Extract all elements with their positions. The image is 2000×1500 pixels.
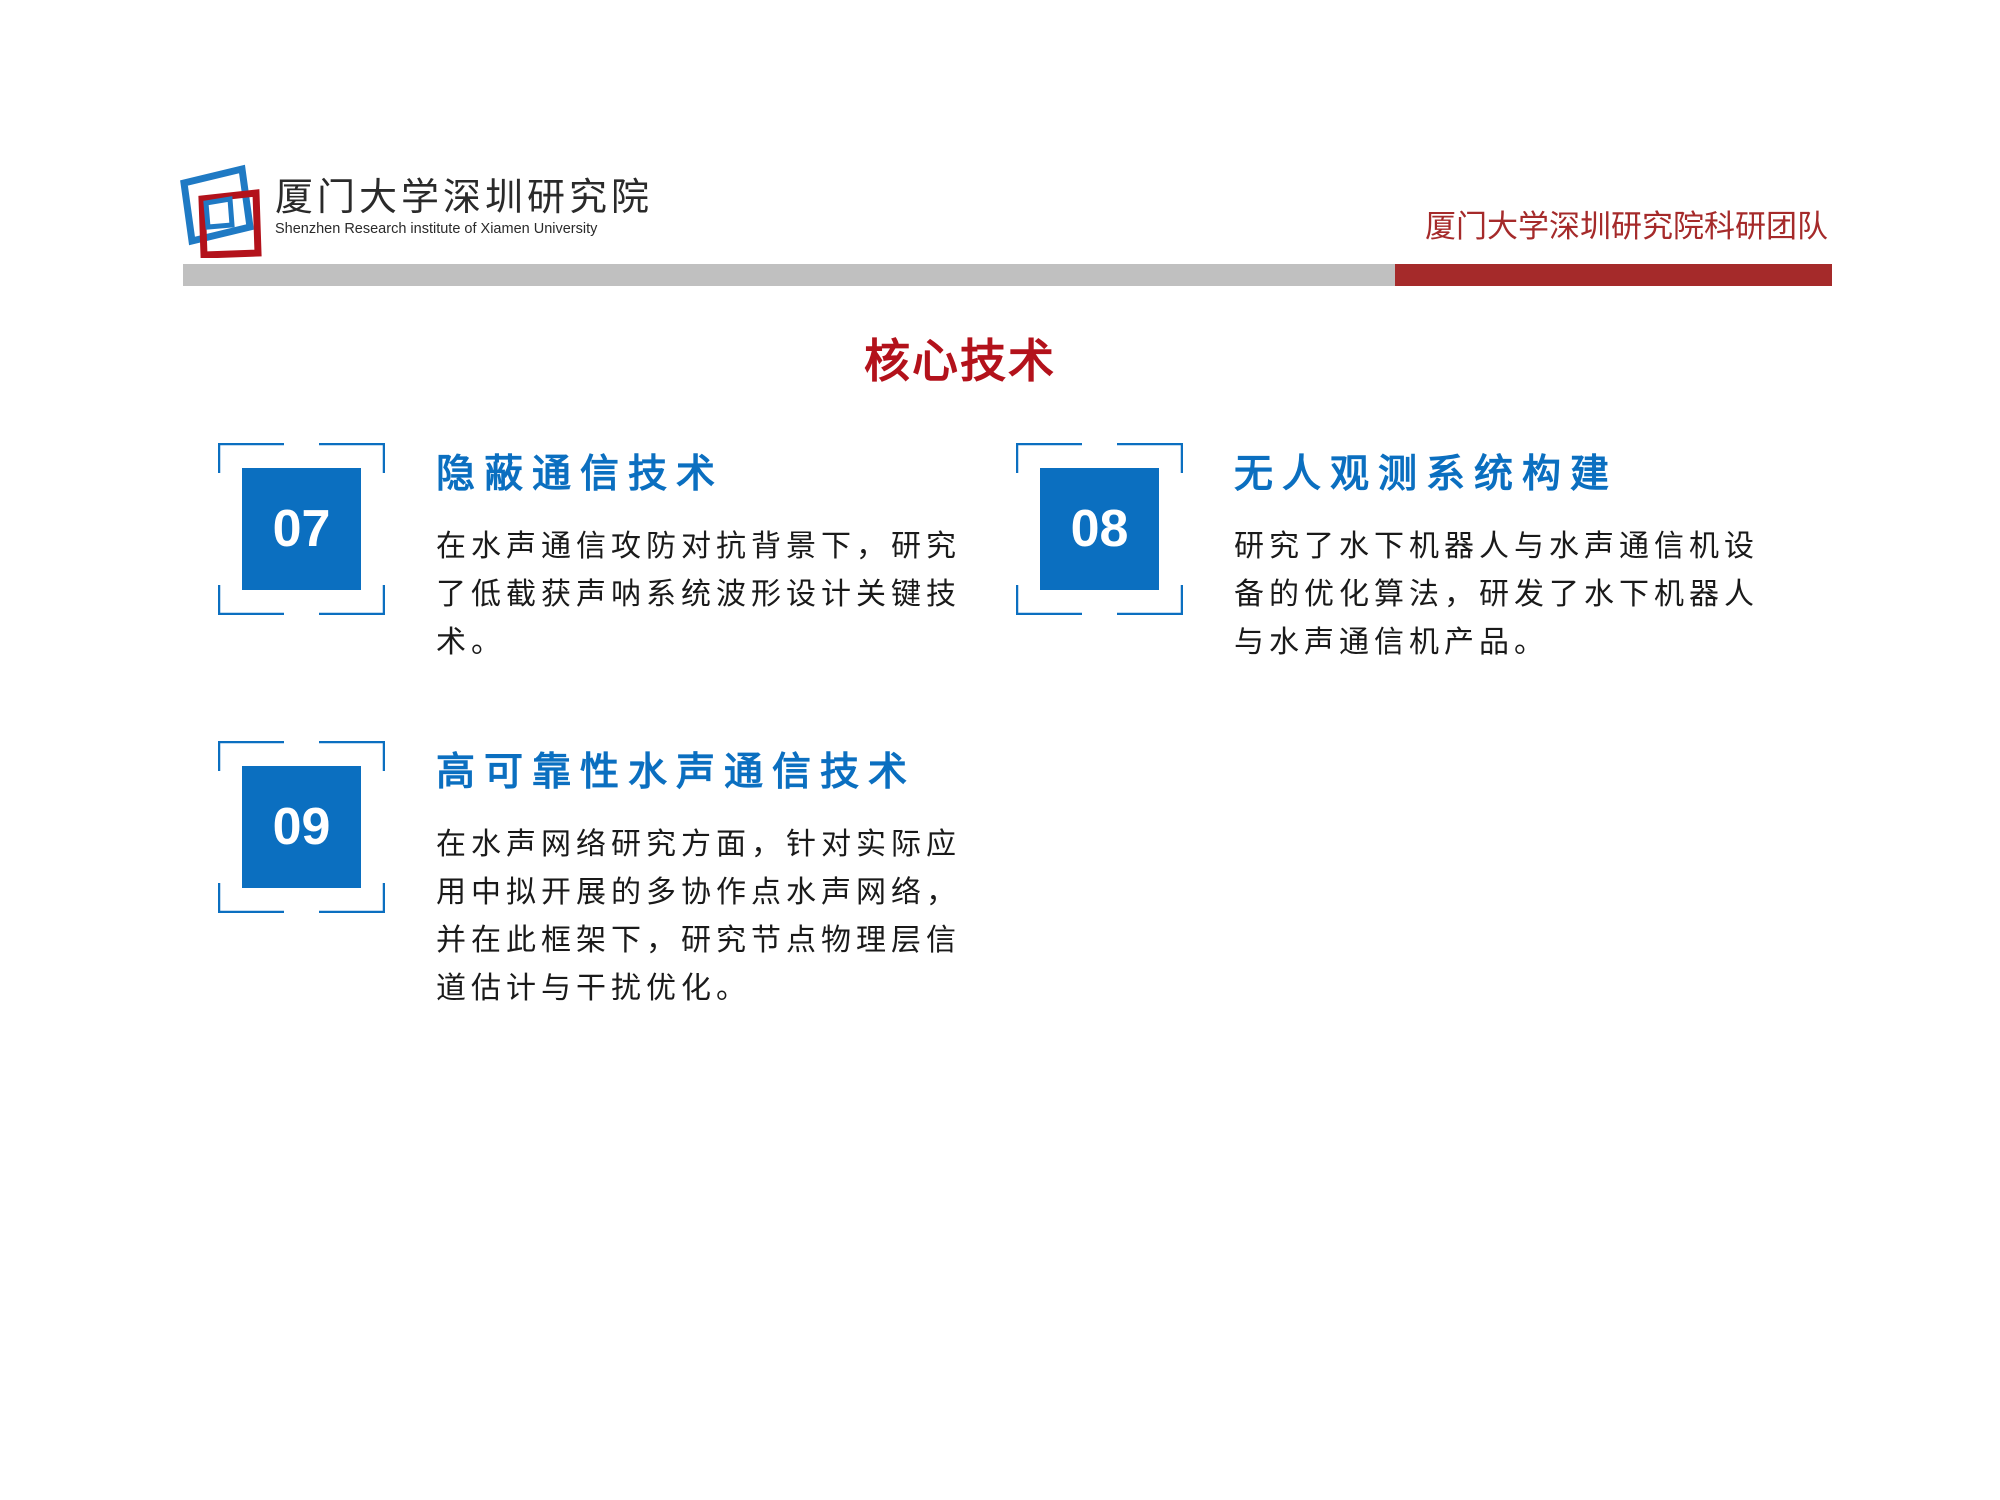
item-description: 在水声网络研究方面，针对实际应用中拟开展的多协作点水声网络，并在此框架下，研究节… — [436, 827, 961, 1006]
logo-subtitle: Shenzhen Research institute of Xiamen Un… — [275, 221, 598, 237]
item-title: 隐蔽通信技术 — [436, 452, 725, 497]
item-title: 无人观测系统构建 — [1234, 452, 1619, 497]
number-badge: 07 — [218, 443, 385, 615]
item-number: 08 — [1040, 468, 1159, 590]
item-description: 研究了水下机器人与水声通信机设备的优化算法，研发了水下机器人与水声通信机产品。 — [1234, 529, 1759, 660]
corner-bracket-frame-icon — [1016, 443, 1183, 615]
team-name: 厦门大学深圳研究院科研团队 — [1425, 209, 1828, 245]
tech-item-08: 08 无人观测系统构建 研究了水下机器人与水声通信机设备的优化算法，研发了水下机… — [1016, 443, 1776, 743]
header-divider-gray — [183, 264, 1395, 286]
header-divider-red — [1395, 264, 1832, 286]
number-badge: 09 — [218, 741, 385, 913]
item-number: 09 — [242, 766, 361, 888]
corner-bracket-frame-icon — [218, 443, 385, 615]
page-title: 核心技术 — [864, 334, 1056, 388]
item-description: 在水声通信攻防对抗背景下，研究了低截获声呐系统波形设计关键技术。 — [436, 529, 961, 660]
tech-item-09: 09 高可靠性水声通信技术 在水声网络研究方面，针对实际应用中拟开展的多协作点水… — [218, 741, 978, 1041]
number-badge: 08 — [1016, 443, 1183, 615]
logo-title: 厦门大学深圳研究院 — [275, 175, 654, 219]
corner-bracket-frame-icon — [218, 741, 385, 913]
item-title: 高可靠性水声通信技术 — [436, 750, 917, 795]
tech-item-07: 07 隐蔽通信技术 在水声通信攻防对抗背景下，研究了低截获声呐系统波形设计关键技… — [218, 443, 978, 743]
item-number: 07 — [242, 468, 361, 590]
university-logo-icon — [180, 164, 262, 258]
